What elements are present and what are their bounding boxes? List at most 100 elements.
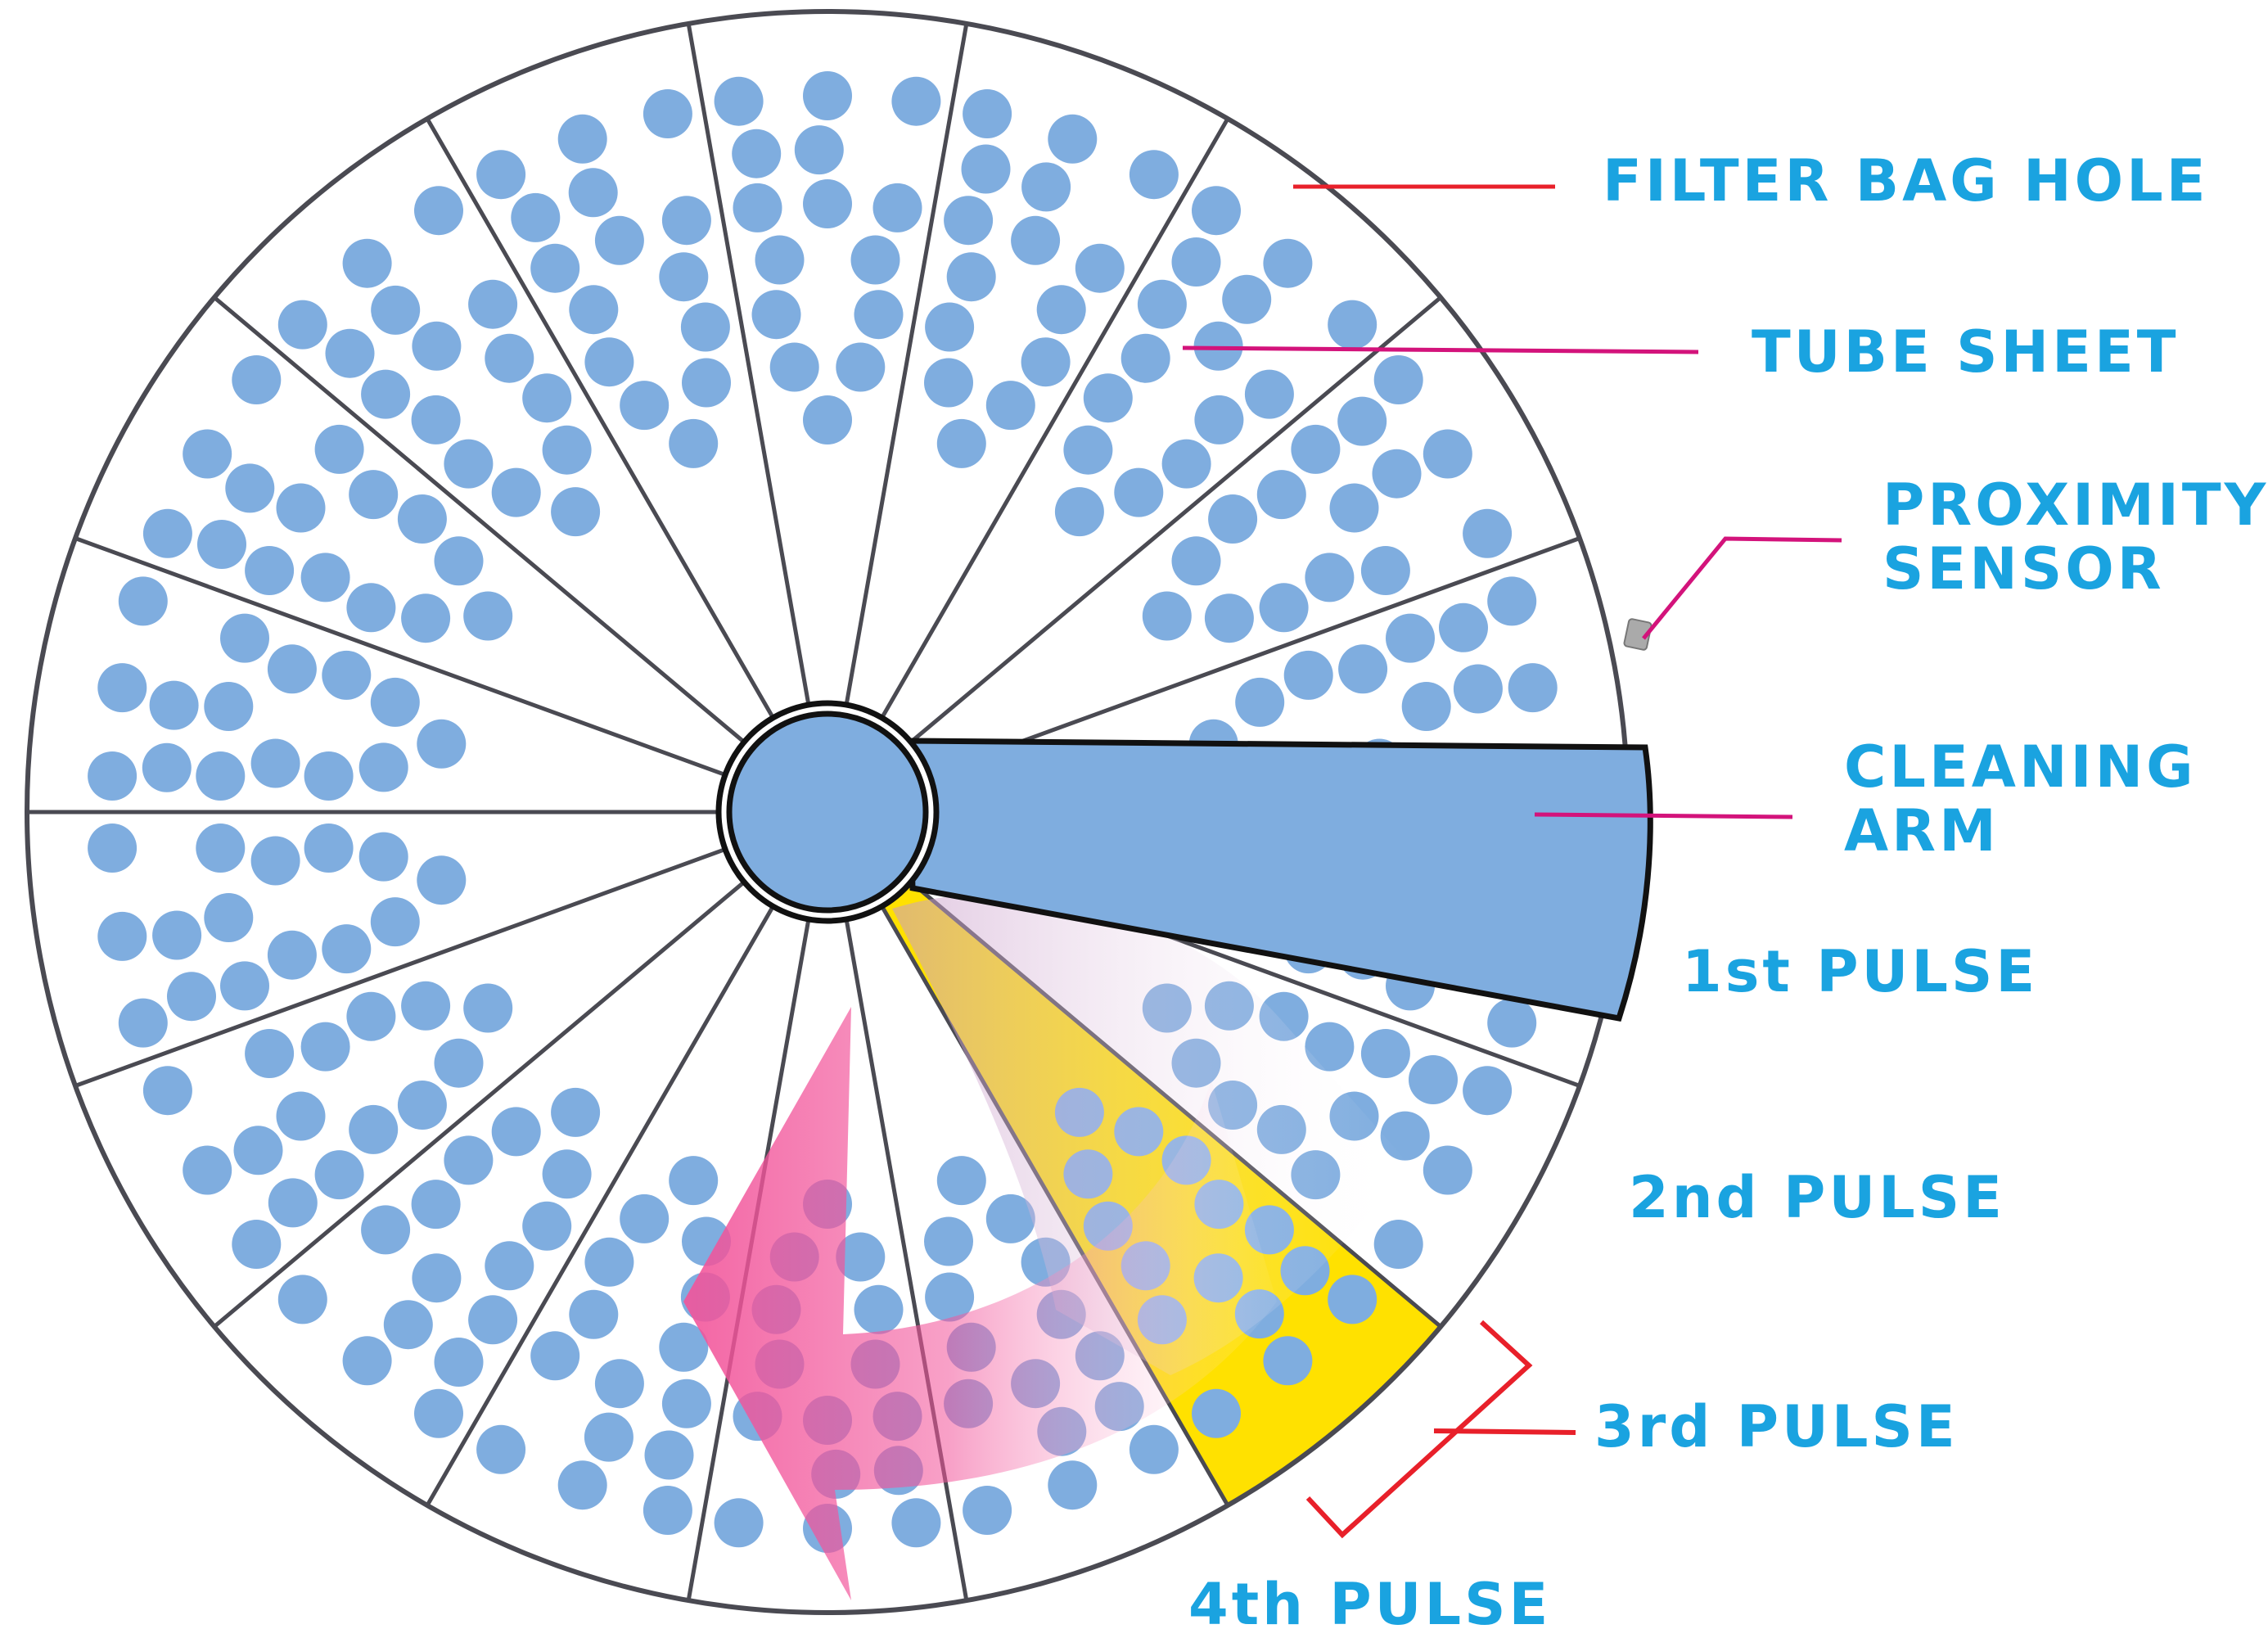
filter-bag-hole	[225, 463, 275, 513]
filter-bag-hole	[468, 279, 518, 329]
filter-bag-hole	[961, 144, 1011, 194]
filter-bag-hole	[412, 1253, 462, 1303]
filter-bag-hole	[944, 196, 994, 246]
filter-bag-hole	[594, 215, 644, 265]
filter-bag-hole	[854, 290, 904, 340]
filter-bag-hole	[643, 89, 692, 138]
filter-bag-hole	[411, 395, 461, 444]
filter-bag-hole	[803, 395, 852, 444]
filter-bag-hole	[204, 893, 254, 942]
filter-bag-hole	[304, 824, 354, 873]
filter-bag-hole	[1360, 546, 1410, 595]
filter-bag-hole	[1401, 682, 1451, 731]
filter-bag-hole	[371, 285, 421, 335]
filter-bag-hole	[183, 429, 232, 479]
filter-bag-hole	[1463, 508, 1513, 558]
filter-bag-hole	[1328, 1275, 1377, 1324]
filter-bag-hole	[300, 1022, 350, 1072]
filter-bag-hole	[669, 418, 719, 468]
filter-bag-hole	[1338, 644, 1388, 694]
cleaning-arm-label-line2: ARM	[1844, 797, 2000, 865]
sector-divider	[844, 23, 969, 704]
filter-bag-hole	[584, 1237, 634, 1287]
filter-bag-hole	[850, 235, 900, 285]
filter-bag-hole	[803, 71, 852, 120]
filter-bag-hole	[414, 1388, 463, 1438]
filter-bag-hole	[476, 150, 526, 200]
filter-bag-hole	[1161, 439, 1211, 489]
filter-bag-hole-label: FILTER BAG HOLE	[1603, 147, 2209, 214]
filter-bag-hole	[118, 998, 168, 1048]
filter-bag-hole	[276, 483, 326, 533]
filter-bag-hole	[485, 1241, 534, 1291]
filter-bag-hole	[1114, 467, 1164, 517]
filter-bag-hole	[530, 1331, 580, 1381]
filter-bag-hole	[511, 192, 561, 242]
filter-bag-hole	[522, 1201, 572, 1251]
filter-bag-hole	[401, 593, 451, 643]
sector-divider	[910, 296, 1442, 743]
filter-bag-hole	[1129, 150, 1179, 200]
sector-divider	[425, 117, 774, 718]
filter-bag-hole	[401, 981, 451, 1031]
filter-bag-hole	[142, 1066, 192, 1116]
filter-bag-hole	[1360, 1029, 1410, 1078]
filter-bag-hole	[522, 373, 572, 423]
filter-bag-hole	[349, 1104, 399, 1154]
filter-bag-hole	[924, 358, 973, 408]
filter-bag-hole	[557, 114, 607, 164]
filter-bag-hole	[1372, 449, 1422, 499]
filter-bag-hole	[924, 1216, 973, 1266]
filter-bag-hole	[963, 89, 1012, 138]
filter-bag-hole	[1036, 285, 1086, 335]
proximity-sensor-label-line1: PROXIMITY	[1882, 472, 2268, 539]
filter-bag-hole	[1439, 602, 1488, 652]
filter-bag-hole	[1083, 373, 1133, 423]
filter-bag-hole	[1373, 355, 1423, 404]
fourth-pulse-label: 4th PULSE	[1188, 1571, 1552, 1638]
filter-bag-hole	[314, 424, 364, 474]
filter-bag-hole	[267, 930, 317, 980]
filter-bag-hole	[1487, 576, 1537, 626]
filter-bag-hole	[1256, 470, 1306, 520]
sector-divider	[686, 23, 811, 704]
filter-bag-hole	[1063, 425, 1113, 475]
filter-bag-hole	[397, 1081, 447, 1130]
sector-divider	[844, 920, 969, 1601]
filter-bag-hole	[732, 129, 782, 178]
filter-bag-hole	[250, 836, 300, 886]
filter-bag-hole	[417, 855, 467, 905]
filter-bag-hole	[414, 186, 463, 236]
filter-bag-hole	[1171, 237, 1221, 287]
filter-bag-hole	[714, 76, 764, 126]
filter-bag-hole	[891, 76, 941, 126]
filter-bag-hole	[204, 682, 254, 731]
filter-bag-hole	[152, 910, 202, 960]
filter-bag-hole	[1328, 300, 1377, 350]
filter-bag-hole	[733, 183, 782, 232]
filter-bag-hole	[1054, 487, 1104, 537]
filter-bag-hole	[412, 321, 462, 371]
filter-bag-hole	[232, 355, 282, 404]
cleaning-arm	[905, 738, 1653, 1022]
filter-bag-hole	[714, 1498, 764, 1548]
second-pulse-label: 2nd PULSE	[1629, 1164, 2005, 1231]
filter-bag-hole	[358, 742, 408, 792]
filter-bag-hole	[1192, 1388, 1241, 1438]
sector-divider	[213, 296, 745, 743]
filter-bag-hole	[669, 1156, 719, 1206]
filter-bag-hole	[661, 196, 711, 246]
filter-bag-hole	[233, 1126, 283, 1175]
filter-bag-hole	[1409, 1055, 1458, 1104]
filter-bag-hole	[1291, 424, 1341, 474]
filter-bag-hole	[88, 751, 138, 801]
filter-bag-hole	[197, 520, 246, 569]
filter-bag-hole	[434, 1038, 484, 1088]
filter-bag-hole	[142, 742, 192, 792]
filter-bag-hole	[97, 663, 147, 713]
proximity-sensor-label: PROXIMITY SENSOR	[1882, 473, 2268, 602]
first-pulse-label: 1st PULSE	[1682, 938, 2039, 1005]
filter-bag-hole	[411, 1180, 461, 1230]
filter-bag-hole	[836, 342, 886, 392]
